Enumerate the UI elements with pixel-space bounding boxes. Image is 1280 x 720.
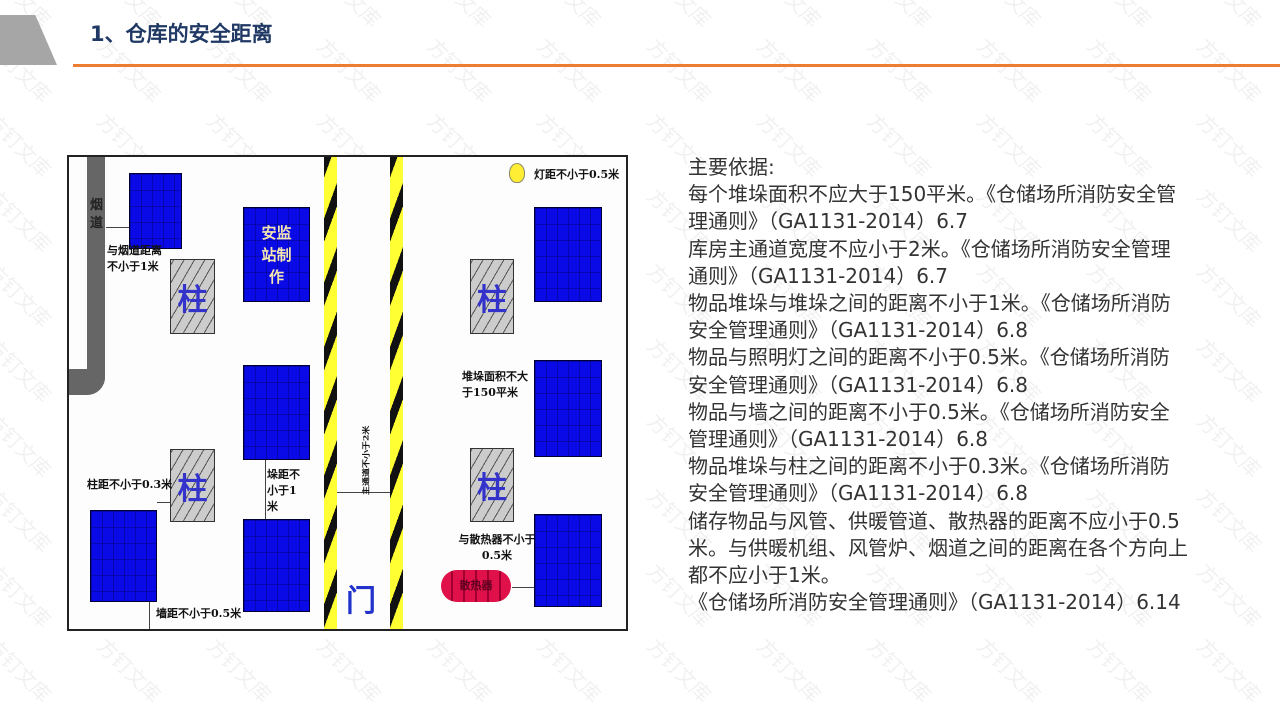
watermark: 方钉文库	[532, 633, 606, 708]
arrow	[512, 587, 534, 588]
watermark: 方钉文库	[642, 633, 716, 708]
aisle-arrow	[337, 492, 390, 493]
stack-area-label: 堆垛面积不大于150平米	[462, 370, 528, 399]
watermark: 方钉文库	[312, 33, 386, 108]
main-aisle-label: 主通道不小于2米	[363, 425, 371, 495]
watermark: 方钉文库	[1192, 183, 1266, 258]
content-text: 主要依据: 每个堆垛面积不应大于150平米。《仓储场所消防安全管理通则》（GA1…	[688, 154, 1188, 616]
stack	[243, 365, 310, 460]
content-paragraph: 物品堆垛与柱之间的距离不小于0.3米。《仓储场所消防安全管理通则》（GA1131…	[688, 454, 1170, 506]
corner-decoration	[0, 15, 57, 65]
pillar: 柱	[470, 259, 514, 334]
watermark: 方钉文库	[1192, 633, 1266, 708]
door-label: 门	[346, 584, 376, 619]
station-label: 安监站制作	[261, 223, 292, 286]
watermark: 方钉文库	[422, 633, 496, 708]
watermark: 方钉文库	[1191, 0, 1268, 33]
watermark: 方钉文库	[752, 33, 826, 108]
watermark: 方钉文库	[1081, 0, 1158, 33]
watermark: 方钉文库	[1192, 333, 1266, 408]
watermark: 方钉文库	[1082, 633, 1156, 708]
watermark: 方钉文库	[1192, 33, 1266, 108]
arrow	[149, 602, 150, 629]
chimney	[87, 157, 105, 395]
watermark: 方钉文库	[752, 633, 826, 708]
watermark: 方钉文库	[422, 33, 496, 108]
chimney-distance-label: 与烟道距离不小于1米	[107, 244, 162, 273]
lamp-icon	[509, 163, 525, 183]
watermark: 方钉文库	[0, 633, 56, 708]
stack	[243, 519, 310, 612]
watermark: 方钉文库	[751, 0, 828, 33]
pillar-distance-label: 柱距不小于0.3米	[87, 478, 173, 491]
radiator: 散热器	[441, 570, 511, 602]
watermark: 方钉文库	[311, 0, 388, 33]
content-paragraph: 物品堆垛与堆垛之间的距离不小于1米。《仓储场所消防安全管理通则》（GA1131-…	[688, 291, 1171, 343]
watermark: 方钉文库	[641, 0, 718, 33]
watermark: 方钉文库	[1192, 558, 1266, 633]
stack	[534, 207, 602, 302]
watermark: 方钉文库	[0, 333, 56, 408]
station-block: 安监站制作	[243, 207, 310, 302]
watermark: 方钉文库	[202, 633, 276, 708]
pillar: 柱	[470, 448, 514, 522]
chimney-label: 烟道	[90, 198, 104, 231]
watermark: 方钉文库	[531, 0, 608, 33]
watermark: 方钉文库	[862, 633, 936, 708]
watermark: 方钉文库	[862, 33, 936, 108]
watermark: 方钉文库	[1192, 108, 1266, 183]
lamp-distance-label: 灯距不小于0.5米	[534, 168, 620, 181]
stack	[129, 173, 182, 249]
content-paragraph: 物品与墙之间的距离不小于0.5米。《仓储场所消防安全管理通则》（GA1131-2…	[688, 399, 1170, 452]
watermark: 方钉文库	[312, 633, 386, 708]
watermark: 方钉文库	[0, 258, 56, 333]
watermark: 方钉文库	[642, 33, 716, 108]
content-paragraph: 储存物品与风管、供暖管道、散热器的距离不应小于0.5米。与供暖机组、风管炉、烟道…	[688, 508, 1188, 588]
watermark: 方钉文库	[1192, 258, 1266, 333]
aisle-left-line	[324, 157, 337, 629]
stack	[90, 510, 157, 602]
arrow	[157, 502, 171, 503]
watermark: 方钉文库	[861, 0, 938, 33]
stack	[534, 514, 602, 607]
radiator-distance-label: 与散热器不小于0.5米	[458, 533, 536, 562]
page-title: 1、仓库的安全距离	[90, 22, 273, 46]
watermark: 方钉文库	[92, 633, 166, 708]
content-paragraph: 《仓储场所消防安全管理通则》（GA1131-2014）6.14	[688, 590, 1181, 615]
watermark: 方钉文库	[1082, 33, 1156, 108]
content-paragraph: 每个堆垛面积不应大于150平米。《仓储场所消防安全管理通则》（GA1131-20…	[688, 182, 1177, 234]
stack-distance-label: 垛距不小于1米	[267, 468, 300, 513]
radiator-label: 散热器	[459, 579, 493, 592]
watermark: 方钉文库	[1192, 483, 1266, 558]
watermark: 方钉文库	[0, 408, 56, 483]
watermark: 方钉文库	[532, 33, 606, 108]
pillar: 柱	[170, 259, 215, 334]
content-heading: 主要依据:	[688, 155, 775, 179]
arrow	[265, 460, 266, 519]
watermark: 方钉文库	[0, 108, 56, 183]
content-paragraph: 物品与照明灯之间的距离不小于0.5米。《仓储场所消防安全管理通则》（GA1131…	[688, 345, 1170, 397]
aisle-right-line	[390, 157, 403, 629]
watermark: 方钉文库	[972, 33, 1046, 108]
watermark: 方钉文库	[1192, 408, 1266, 483]
chimney-base	[69, 369, 105, 395]
watermark: 方钉文库	[0, 483, 56, 558]
pillar: 柱	[170, 449, 215, 522]
content-paragraph: 库房主通道宽度不应小于2米。《仓储场所消防安全管理通则》（GA1131-2014…	[688, 236, 1171, 288]
wall-distance-label: 墙距不小于0.5米	[156, 607, 242, 620]
watermark: 方钉文库	[971, 0, 1048, 33]
watermark: 方钉文库	[421, 0, 498, 33]
arrow	[106, 227, 129, 228]
warehouse-diagram: 烟道 与烟道距离不小于1米 安监站制作 柱 柱 柱距不小于0.3米 垛距不小于1…	[67, 155, 628, 631]
title-underline	[73, 64, 1280, 67]
watermark: 方钉文库	[972, 633, 1046, 708]
watermark: 方钉文库	[0, 183, 56, 258]
watermark: 方钉文库	[0, 558, 56, 633]
stack	[534, 360, 602, 457]
